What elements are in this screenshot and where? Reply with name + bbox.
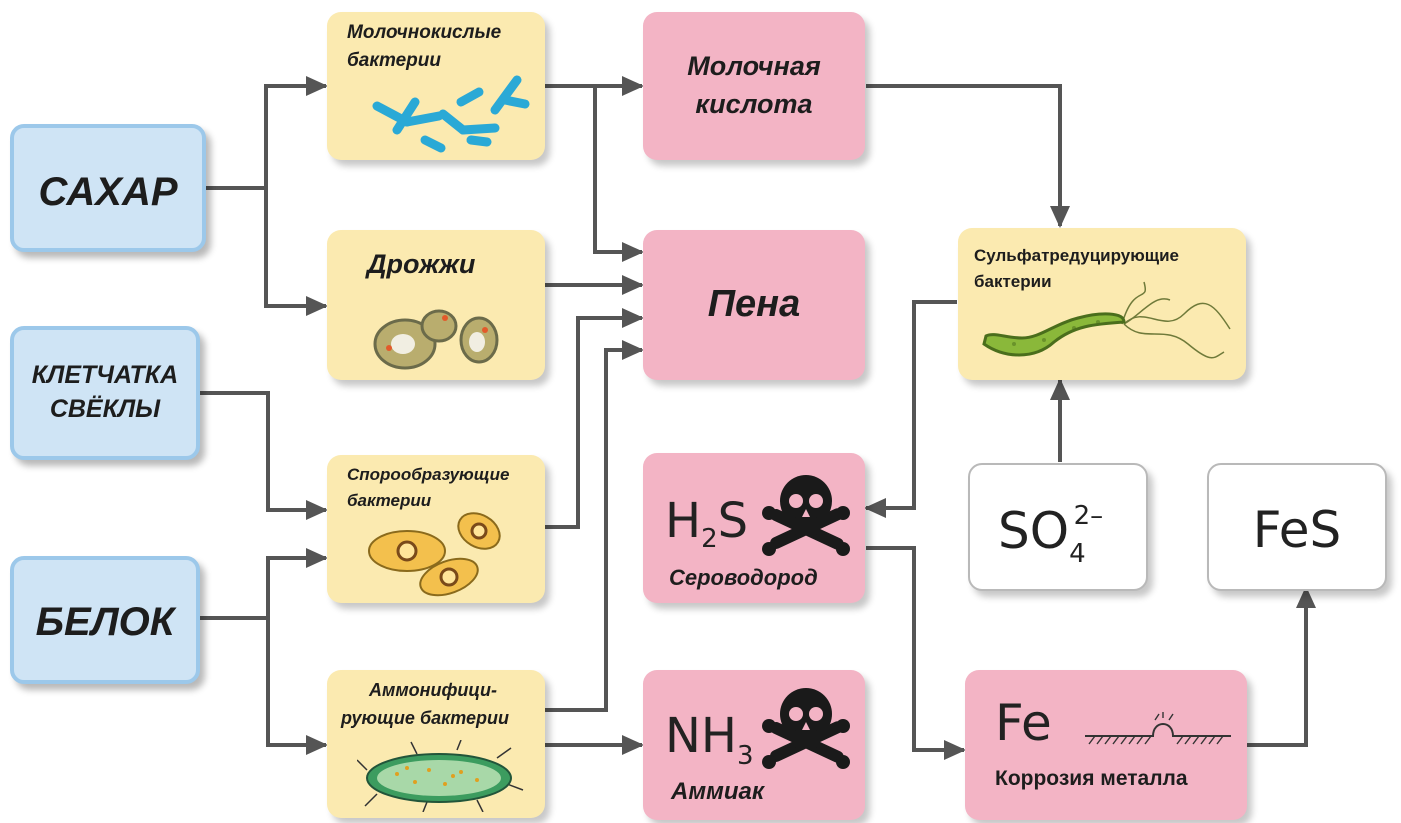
protein-label: БЕЛОК: [35, 600, 175, 644]
lactic-bacteria-box: Молочнокислые бактерии: [327, 12, 545, 160]
fiber-label-line2: СВЁКЛЫ: [49, 395, 161, 423]
yeast-cells-icon: [373, 309, 499, 370]
nh3-subscript: 3: [737, 741, 754, 771]
nh3-name: Аммиак: [671, 778, 765, 805]
h2s-s: S: [717, 493, 749, 549]
sugar-label: САХАР: [38, 170, 178, 214]
skull-crossbones-icon: [762, 688, 850, 769]
nh3-formula: NH3: [665, 708, 754, 771]
h2s-h: H: [665, 493, 702, 549]
ammonifying-label-line1: Аммонифици-: [369, 680, 498, 700]
h2s-formula: H2S: [665, 493, 748, 554]
h2s-name: Сероводород: [669, 565, 818, 590]
sulfate-bacteria-label-line2: бактерии: [974, 272, 1052, 291]
fes-box: FeS: [1207, 463, 1387, 591]
arrow-ammon-foam: [545, 340, 644, 712]
lactic-acid-label-line2: кислота: [695, 89, 813, 119]
arrow-lactic-foam: [593, 86, 644, 262]
arrow-sulfate-h2s: [864, 300, 957, 518]
ammonifying-label-line2: рующие бактерии: [341, 708, 509, 728]
lactic-acid-box: Молочная кислота: [643, 12, 865, 160]
sulfate-ion-formula: SO4 2–: [998, 501, 1103, 569]
corrosion-symbol: Fe: [995, 694, 1052, 752]
foam-box: Пена: [643, 230, 865, 380]
lactobacilli-icon: [372, 75, 530, 153]
arrow-sugar-lactic: [203, 76, 328, 190]
arrow-protein-ammon: [266, 618, 328, 755]
fiber-box: КЛЕТЧАТКА СВЁКЛЫ: [10, 326, 200, 460]
corroded-surface-icon: [1085, 712, 1231, 745]
spore-bacteria-box: Спорообразующие бактерии: [327, 455, 545, 603]
nh3-nh: NH: [665, 708, 737, 764]
ammonifying-bacterium-icon: [357, 740, 524, 812]
arrow-fiber-spore: [198, 391, 328, 520]
sulfate-subscript: 4: [1069, 539, 1086, 569]
nh3-box: NH3 Аммиак: [643, 670, 865, 820]
sulfate-bacterium-icon: [982, 281, 1231, 359]
sulfate-bacteria-label-line1: Сульфатредуцирующие: [974, 246, 1179, 265]
h2s-subscript: 2: [701, 524, 718, 554]
sulfate-superscript: 2–: [1073, 501, 1104, 531]
spore-bacteria-label-line1: Спорообразующие: [347, 465, 510, 484]
arrow-acid-sulfate: [866, 84, 1070, 228]
arrow-spore-foam: [545, 308, 644, 529]
corrosion-box: Fe Коррозия металла: [965, 670, 1247, 820]
h2s-box: H2S Сероводород: [643, 453, 865, 603]
arrow-sugar-yeast: [264, 188, 328, 316]
spore-bacteria-label-line2: бактерии: [347, 491, 432, 510]
arrow-protein-spore: [198, 548, 328, 620]
yeast-label: Дрожжи: [367, 249, 476, 279]
lactic-bacteria-label-line2: бактерии: [347, 50, 441, 71]
sugar-box: САХАР: [10, 124, 206, 252]
foam-label: Пена: [707, 283, 801, 325]
spores-icon: [368, 512, 501, 597]
fiber-label-line1: КЛЕТЧАТКА: [31, 361, 179, 389]
protein-box: БЕЛОК: [10, 556, 200, 684]
ammonifying-bacteria-box: Аммонифици- рующие бактерии: [327, 670, 545, 818]
fes-formula: FeS: [1252, 501, 1342, 559]
skull-crossbones-icon: [762, 475, 850, 556]
lactic-bacteria-label-line1: Молочнокислые: [347, 22, 502, 43]
sulfate-ion-box: SO4 2–: [968, 463, 1148, 591]
sulfate-bacteria-box: Сульфатредуцирующие бактерии: [958, 228, 1246, 380]
yeast-box: Дрожжи: [327, 230, 545, 380]
lactic-acid-label-line1: Молочная: [687, 51, 821, 81]
arrow-h2s-corrosion: [866, 546, 966, 760]
arrow-corrosion-fes: [1246, 586, 1316, 747]
corrosion-name: Коррозия металла: [995, 767, 1188, 790]
sulfate-so: SO: [998, 502, 1070, 560]
